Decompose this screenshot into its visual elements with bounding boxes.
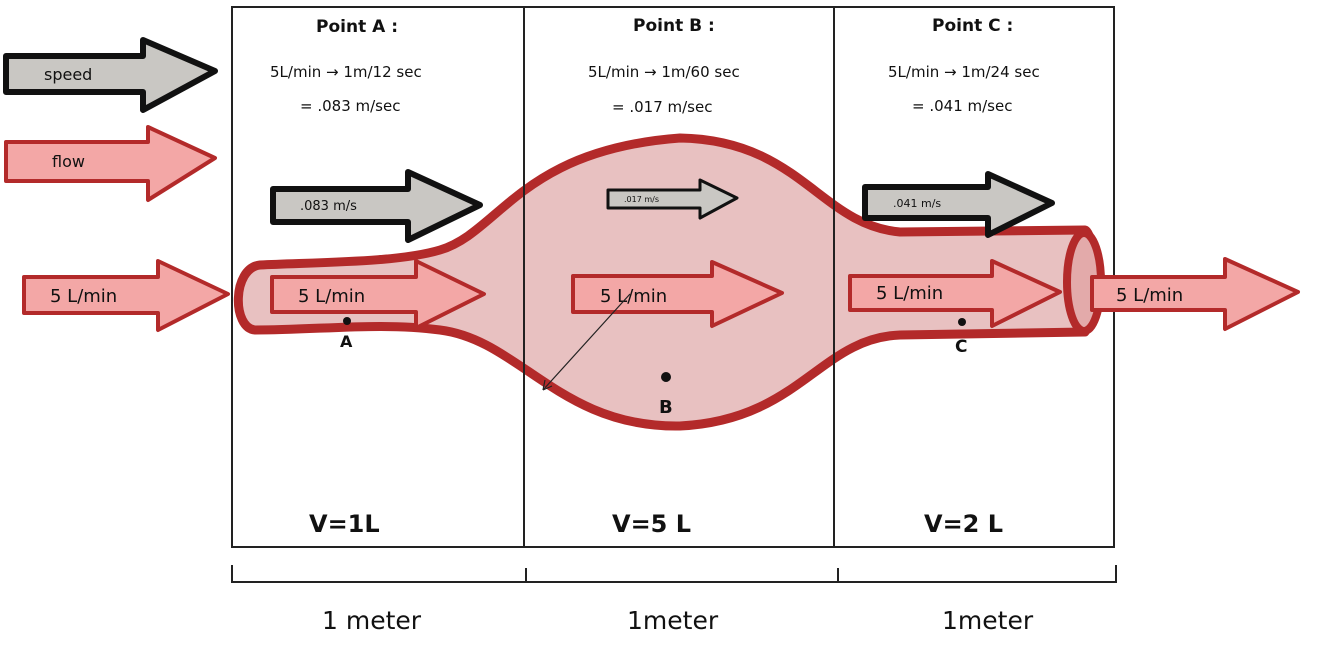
point-c-speed-arrow-icon: [862, 171, 1055, 238]
point-b-speed-line: = .017 m/sec: [612, 98, 712, 116]
point-c-marker-label: C: [955, 337, 967, 357]
legend-flow-label: flow: [52, 152, 85, 171]
inflow: 5 L/min: [22, 259, 230, 332]
point-a-speed-arrow-label: .083 m/s: [300, 199, 357, 214]
point-a-volume: V=1L: [309, 510, 380, 538]
point-b-heading: Point B :: [633, 16, 715, 36]
length-brackets: [231, 565, 1117, 583]
point-b-speed-arrow-icon: [606, 178, 739, 220]
point-a-heading: Point A :: [316, 17, 398, 37]
inflow-arrow-icon: [22, 259, 230, 332]
point-c-heading: Point C :: [932, 16, 1013, 36]
point-a-speed-line: = .083 m/sec: [300, 97, 400, 115]
point-a-marker-dot: [343, 317, 351, 325]
inflow-label: 5 L/min: [50, 286, 117, 307]
point-c-flow-arrow-icon: [848, 259, 1062, 328]
point-c-length: 1meter: [942, 606, 1034, 635]
legend-speed-label: speed: [44, 65, 92, 84]
point-b-marker-dot: [661, 372, 671, 382]
point-b-pointer-arrowhead: [542, 379, 553, 391]
point-b-volume: V=5 L: [612, 510, 691, 538]
point-c-rate-line: 5L/min → 1m/24 sec: [888, 63, 1040, 81]
section-point-c: Point C : 5L/min → 1m/24 sec = .041 m/se…: [848, 16, 1062, 538]
point-b-speed-arrow-label: .017 m/s: [624, 195, 659, 204]
point-c-marker-dot: [958, 318, 966, 326]
point-b-flow-arrow-label: 5 L/min: [600, 286, 667, 307]
outflow-label: 5 L/min: [1116, 285, 1183, 306]
point-c-speed-line: = .041 m/sec: [912, 97, 1012, 115]
outflow-arrow-icon: [1090, 257, 1300, 331]
legend-flow: flow: [4, 125, 217, 202]
section-point-a: Point A : 5L/min → 1m/12 sec = .083 m/se…: [270, 17, 486, 538]
point-a-rate-line: 5L/min → 1m/12 sec: [270, 63, 422, 81]
legend-flow-arrow-icon: [4, 125, 217, 202]
length-bracket-line: [231, 565, 1117, 583]
point-a-speed-arrow-icon: [270, 169, 483, 243]
point-b-marker-label: B: [659, 397, 673, 418]
point-a-length: 1 meter: [322, 606, 422, 635]
point-b-flow-arrow-icon: [571, 260, 784, 328]
point-b-pointer-line: [542, 293, 631, 391]
point-c-flow-arrow-label: 5 L/min: [876, 283, 943, 304]
point-a-flow-arrow-label: 5 L/min: [298, 286, 365, 307]
section-point-b: Point B : 5L/min → 1m/60 sec = .017 m/se…: [542, 16, 784, 538]
legend-speed-arrow-icon: [3, 37, 218, 113]
point-b-length: 1meter: [627, 606, 719, 635]
legend-speed: speed: [3, 37, 218, 113]
point-b-rate-line: 5L/min → 1m/60 sec: [588, 63, 740, 81]
point-a-marker-label: A: [340, 332, 353, 351]
point-a-flow-arrow-icon: [270, 259, 486, 330]
point-c-volume: V=2 L: [924, 510, 1003, 538]
outflow: 5 L/min: [1090, 257, 1300, 331]
point-c-speed-arrow-label: .041 m/s: [893, 197, 941, 210]
